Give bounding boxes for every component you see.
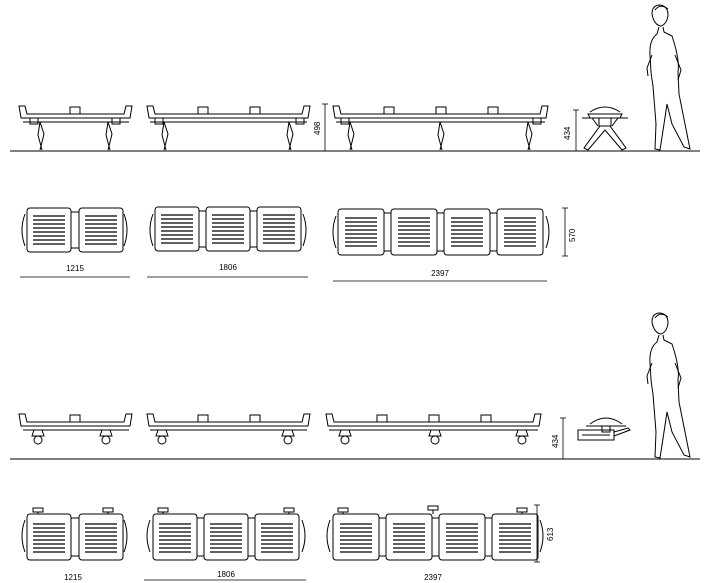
bench-4-seat-plan-top (332, 208, 550, 256)
bottom-elevation-group: 434 (10, 312, 700, 460)
top-elevation-group: 498 434 (10, 4, 700, 152)
depth-dimension-bottom: 613 (534, 504, 555, 563)
bench-2-seat-side-elevation (18, 105, 133, 151)
bench-3-seat-side-elevation (146, 105, 311, 151)
bench-2-seat-plan-bottom (21, 507, 128, 561)
width-label-1215-top: 1215 (66, 264, 84, 273)
seat-height-label-top: 434 (563, 126, 572, 140)
bench-3-seat-plan-bottom (146, 507, 306, 561)
bench-3-seat-plan-top (149, 206, 307, 252)
bottom-plan-group: 613 1215 1806 2397 (21, 504, 555, 582)
width-dimensions-top: 1215 1806 2397 (20, 263, 547, 282)
top-plan-group: 570 1215 1806 2397 (20, 206, 577, 282)
seat-height-dimension-bottom: 434 (551, 417, 566, 459)
bench-2-seat-side-elevation-castors (18, 413, 133, 445)
bench-4-seat-plan-bottom (326, 505, 544, 561)
bench-end-view-top (582, 106, 628, 151)
width-label-1215-bottom: 1215 (64, 573, 82, 582)
width-dimensions-bottom: 1215 1806 2397 (64, 570, 442, 582)
depth-label-bottom: 613 (546, 527, 555, 541)
bench-4-seat-side-elevation (332, 105, 549, 151)
human-figure-bottom (646, 312, 691, 459)
width-label-1806-bottom: 1806 (217, 570, 235, 579)
seat-height-dimension-top: 434 (563, 109, 579, 151)
bench-2-seat-plan-top (21, 207, 128, 253)
depth-label-top: 570 (568, 228, 577, 242)
seat-height-label-bottom: 434 (551, 434, 560, 448)
width-label-2397-bottom: 2397 (424, 573, 442, 582)
width-label-2397-top: 2397 (431, 269, 449, 278)
width-label-1806-top: 1806 (219, 263, 237, 272)
human-figure-top (646, 4, 691, 151)
bench-3-seat-side-elevation-castors (146, 413, 311, 445)
bench-4-seat-side-elevation-castors (325, 413, 542, 445)
depth-dimension-top: 570 (562, 207, 577, 257)
height-label: 498 (313, 121, 322, 135)
height-dimension: 498 (313, 103, 328, 151)
bench-end-view-bottom (577, 417, 631, 441)
